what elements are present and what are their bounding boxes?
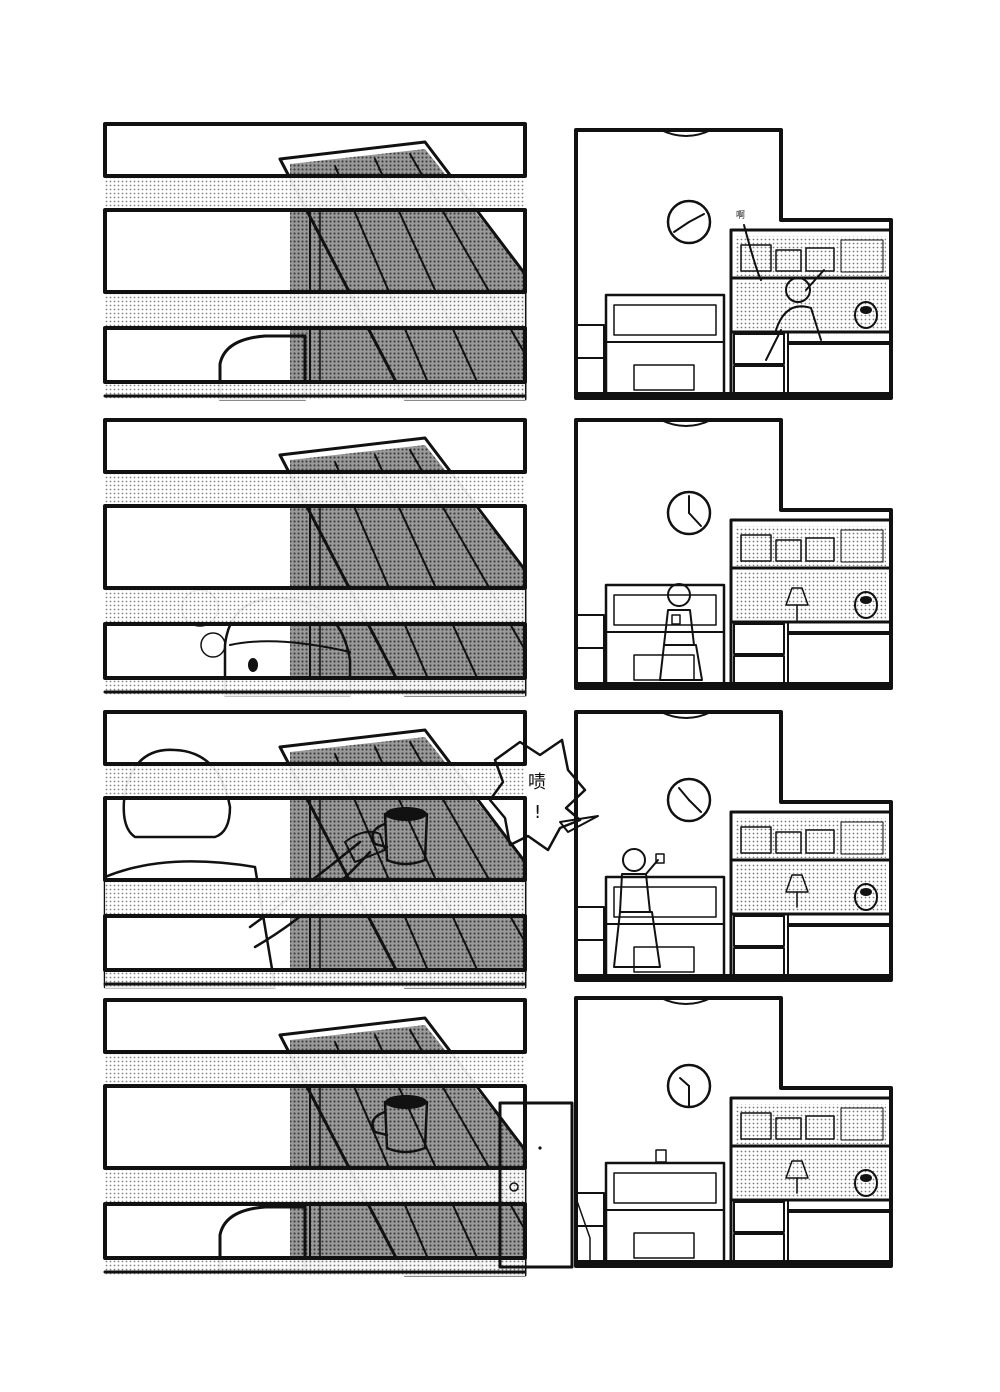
row-2 — [103, 418, 893, 698]
panel-piano-closeup-3 — [103, 710, 527, 990]
panel-room-1: 啊 — [574, 128, 893, 400]
clock-icon — [666, 777, 712, 823]
lamp-icon — [785, 587, 809, 621]
piano-bench — [218, 1205, 307, 1272]
hand — [344, 830, 386, 863]
girl-holding-mug — [659, 583, 703, 681]
panel-piano-closeup-4 — [103, 998, 527, 1278]
door — [498, 1101, 574, 1269]
girl-waking — [765, 269, 825, 361]
mug-icon — [371, 1095, 429, 1154]
panel-piano-closeup-2 — [103, 418, 527, 698]
lamp-icon — [785, 874, 809, 908]
row-1: 啊 — [103, 122, 893, 402]
speech-text-2: ! — [534, 802, 541, 823]
clock-icon — [666, 199, 712, 245]
door-knob-icon — [509, 1182, 519, 1192]
row-4 — [103, 996, 893, 1278]
panel-room-3 — [574, 710, 893, 982]
sfx-text: 啊 — [736, 210, 745, 221]
mug-icon — [371, 807, 429, 866]
mug-on-piano-icon — [655, 1149, 667, 1163]
speech-text-1: 啧 — [528, 772, 546, 793]
girl-walking — [613, 848, 665, 968]
row-3: 啧 ! — [103, 710, 893, 990]
sfx-tail — [743, 224, 762, 281]
panel-room-4 — [574, 996, 893, 1268]
speech-bubble: 啧 ! — [488, 738, 599, 852]
clock-icon — [666, 490, 712, 536]
panel-room-2 — [574, 418, 893, 690]
skirt-edge — [575, 1197, 591, 1267]
lamp-icon — [785, 1160, 809, 1194]
clock-icon — [666, 1063, 712, 1109]
piano-bench — [218, 334, 307, 401]
panel-piano-closeup-1 — [103, 122, 527, 402]
